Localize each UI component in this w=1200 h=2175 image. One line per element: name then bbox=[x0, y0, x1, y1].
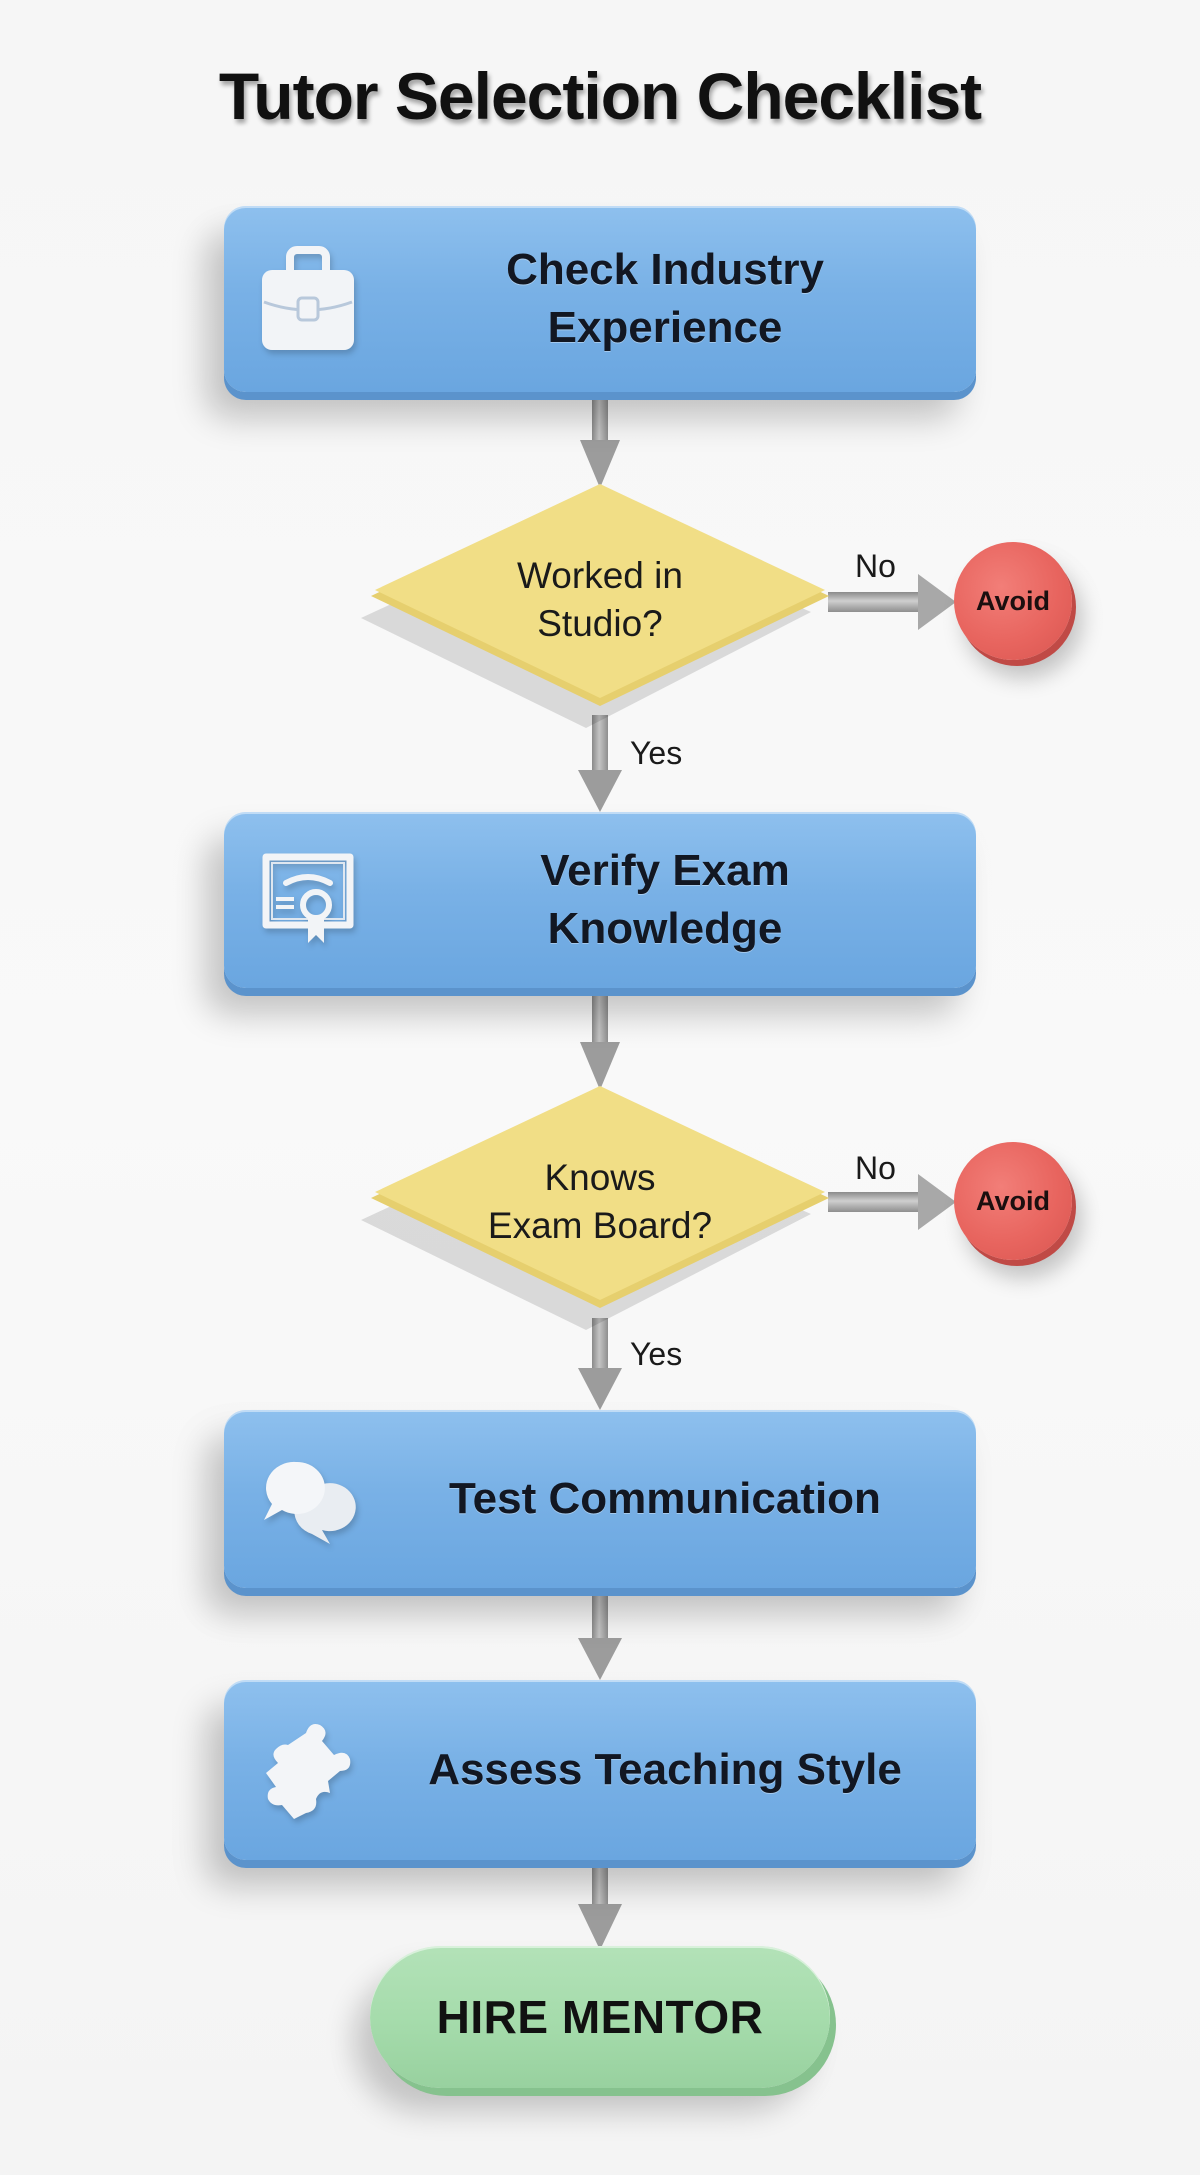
step-label: Assess Teaching Style bbox=[428, 1745, 902, 1794]
branch-label-no: No bbox=[855, 1150, 896, 1186]
arrow-box3-to-box4 bbox=[578, 1592, 622, 1680]
briefcase-icon bbox=[258, 244, 358, 354]
branch-label-no: No bbox=[855, 548, 896, 584]
step-assess-teaching-style[interactable]: Assess Teaching Style bbox=[224, 1680, 976, 1860]
decision-label-line2: Studio? bbox=[537, 603, 663, 644]
decision-knows-exam-board[interactable]: Knows Exam Board? bbox=[361, 1086, 831, 1330]
decision-label-line1: Worked in bbox=[517, 555, 683, 596]
decision-label: Knows Exam Board? bbox=[369, 1154, 831, 1250]
step-label-line1: Verify Exam bbox=[540, 846, 790, 895]
decision-worked-in-studio[interactable]: Worked in Studio? bbox=[361, 484, 831, 728]
step-label-line1: Check Industry bbox=[506, 245, 824, 294]
arrow-box2-to-decision2 bbox=[580, 990, 620, 1090]
step-check-industry-experience[interactable]: Check Industry Experience bbox=[224, 206, 976, 392]
diagram-title: Tutor Selection Checklist bbox=[218, 59, 982, 133]
step-label: Verify Exam Knowledge bbox=[374, 842, 956, 958]
decision-label: Worked in Studio? bbox=[369, 552, 831, 648]
speech-bubbles-icon bbox=[258, 1444, 358, 1554]
arrow-decision2-yes bbox=[578, 1318, 622, 1410]
step-label: Test Communication bbox=[449, 1474, 881, 1523]
step-label: Check Industry Experience bbox=[374, 241, 956, 357]
step-label-line2: Knowledge bbox=[547, 904, 783, 953]
arrow-box1-to-decision1 bbox=[580, 395, 620, 488]
decision-label-line2: Exam Board? bbox=[487, 1205, 713, 1246]
arrow-box4-to-hire bbox=[578, 1862, 622, 1950]
decision-label-line1: Knows bbox=[544, 1157, 656, 1198]
step-label-line2: Experience bbox=[547, 303, 783, 352]
certificate-icon bbox=[258, 845, 358, 955]
terminal-avoid[interactable]: Avoid bbox=[954, 1142, 1072, 1260]
arrow-decision1-yes bbox=[578, 715, 622, 812]
step-test-communication[interactable]: Test Communication bbox=[224, 1410, 976, 1588]
branch-label-yes: Yes bbox=[630, 735, 683, 771]
arrow-decision2-no bbox=[828, 1174, 956, 1230]
branch-label-yes: Yes bbox=[630, 1336, 683, 1372]
puzzle-piece-icon bbox=[258, 1715, 358, 1825]
terminal-avoid[interactable]: Avoid bbox=[954, 542, 1072, 660]
terminal-hire-mentor[interactable]: HIRE MENTOR bbox=[370, 1946, 830, 2088]
step-verify-exam-knowledge[interactable]: Verify Exam Knowledge bbox=[224, 812, 976, 988]
arrow-decision1-no bbox=[828, 574, 956, 630]
